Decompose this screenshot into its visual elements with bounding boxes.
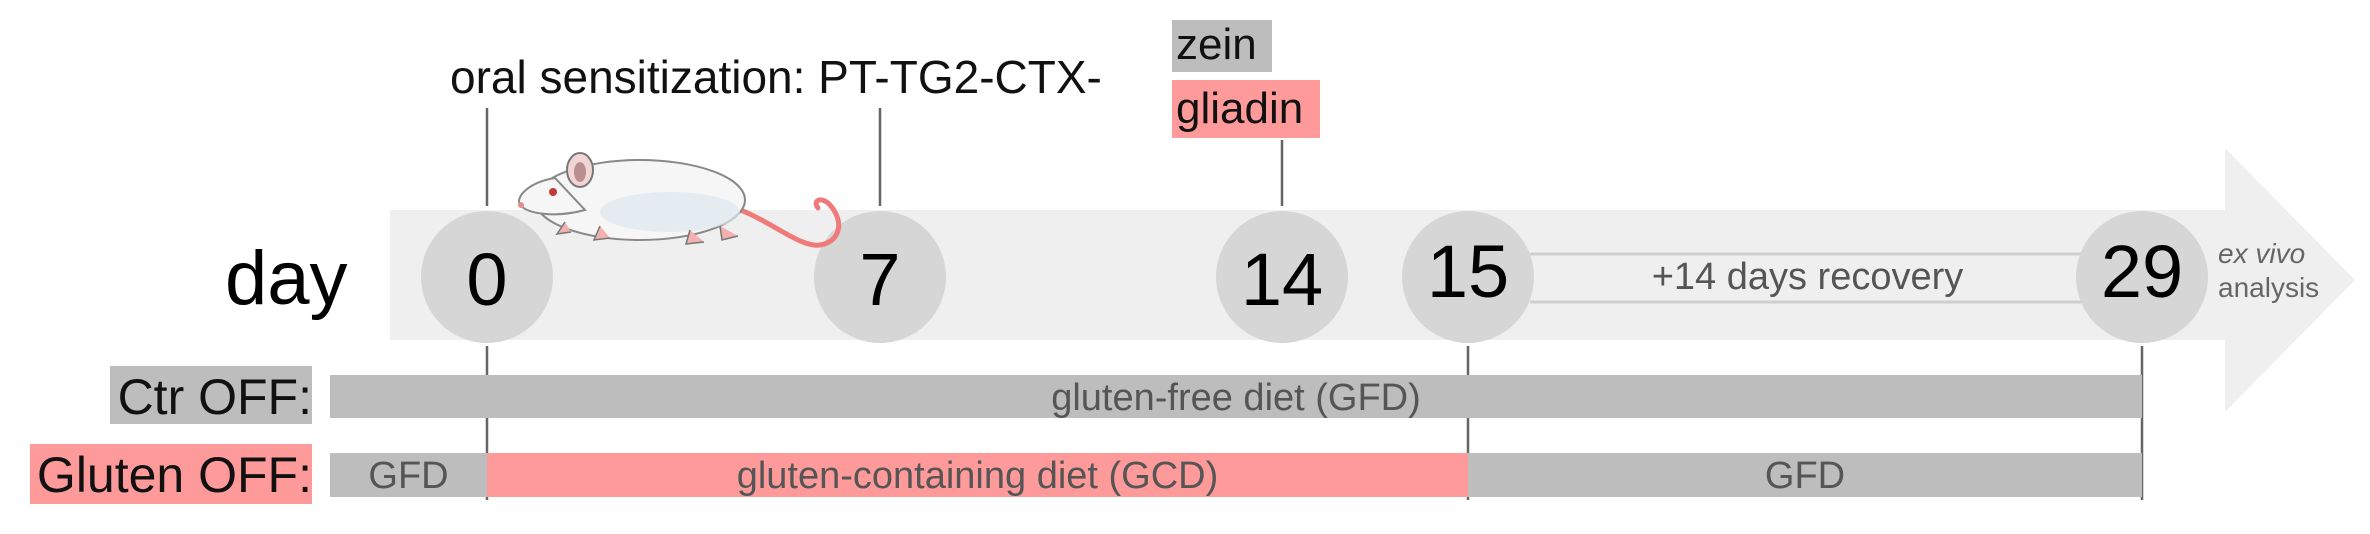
gluten-off-label: Gluten OFF: bbox=[36, 447, 312, 503]
day-number-7: 7 bbox=[859, 238, 901, 321]
analysis-label: analysis bbox=[2218, 272, 2320, 303]
ctr-bar-gfd bbox=[330, 375, 2142, 418]
gliadin-label: gliadin bbox=[1176, 84, 1304, 133]
recovery-label: +14 days recovery bbox=[1651, 256, 1964, 298]
ex-vivo-label: ex vivo bbox=[2218, 238, 2306, 269]
ctr-label-highlight bbox=[110, 366, 312, 424]
day-axis-label: day bbox=[225, 236, 348, 321]
mouse-illustration bbox=[518, 152, 842, 248]
gluten-bar-text-gfd-pre: GFD bbox=[368, 455, 449, 497]
ctr-off-label: Ctr OFF: bbox=[117, 369, 312, 425]
day-circle-0 bbox=[421, 211, 553, 343]
gliadin-highlight bbox=[1172, 80, 1320, 138]
day-circle-29 bbox=[2076, 211, 2208, 343]
zein-highlight bbox=[1172, 20, 1272, 72]
gluten-bar-text-gfd-post: GFD bbox=[1764, 455, 1846, 497]
zein-label: zein bbox=[1176, 20, 1257, 69]
day-number-29: 29 bbox=[2100, 230, 2184, 313]
day-circle-7 bbox=[814, 211, 946, 343]
day-number-0: 0 bbox=[466, 238, 508, 321]
gluten-bar-gfd-pre bbox=[330, 453, 487, 497]
sensitization-label: oral sensitization: PT-TG2-CTX- bbox=[450, 51, 1102, 103]
day-number-15: 15 bbox=[1426, 230, 1510, 313]
gluten-bar-text-gcd: gluten-containing diet (GCD) bbox=[736, 455, 1219, 497]
gluten-bar-gfd-post bbox=[1468, 453, 2142, 497]
gluten-bar-gcd bbox=[487, 453, 1468, 497]
day-circle-14 bbox=[1216, 211, 1348, 343]
ctr-bar-text: gluten-free diet (GFD) bbox=[1051, 377, 1421, 419]
day-circle-15 bbox=[1402, 211, 1534, 343]
gluten-label-highlight bbox=[30, 444, 312, 504]
day-number-14: 14 bbox=[1240, 238, 1324, 321]
